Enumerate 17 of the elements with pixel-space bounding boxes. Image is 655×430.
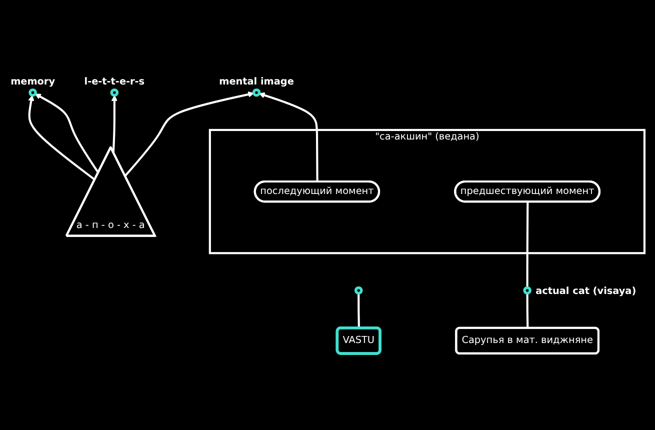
connector bbox=[526, 293, 529, 328]
node-circle bbox=[252, 88, 261, 97]
arrow bbox=[28, 95, 96, 181]
connector bbox=[526, 202, 529, 288]
node-circle bbox=[110, 88, 119, 97]
node-circle bbox=[354, 286, 363, 295]
node-circle bbox=[523, 286, 532, 295]
node-circle bbox=[28, 88, 37, 97]
arrow bbox=[258, 92, 318, 182]
node-caption: actual cat (visaya) bbox=[536, 286, 636, 297]
node-caption: memory bbox=[10, 76, 55, 88]
arrow bbox=[124, 91, 254, 177]
arrow bbox=[34, 94, 100, 174]
node-caption: l-e-t-t-e-r-s bbox=[84, 76, 145, 88]
node-caption: mental image bbox=[219, 76, 294, 88]
connector bbox=[358, 293, 360, 328]
arrow bbox=[111, 95, 118, 153]
